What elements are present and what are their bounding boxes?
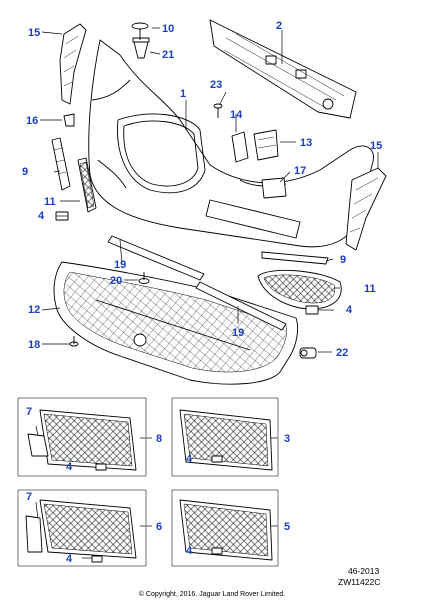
callout-3: 3 bbox=[284, 433, 290, 445]
side-trim-right bbox=[261, 251, 329, 265]
bracket-13 bbox=[253, 129, 279, 161]
fastener-20 bbox=[138, 272, 150, 284]
callout-21: 21 bbox=[162, 49, 174, 61]
bracket-left-upper bbox=[59, 23, 87, 105]
clip-21 bbox=[132, 37, 150, 59]
callout-15: 15 bbox=[370, 140, 382, 152]
callout-12: 12 bbox=[28, 304, 40, 316]
callout-6: 6 bbox=[156, 521, 162, 533]
undertray bbox=[53, 261, 299, 385]
strip-upper bbox=[107, 235, 205, 281]
callout-11: 11 bbox=[44, 196, 56, 208]
side-grille-right bbox=[257, 269, 342, 310]
callout-15: 15 bbox=[28, 27, 40, 39]
callout-4: 4 bbox=[346, 304, 353, 316]
strip-lower bbox=[195, 281, 287, 331]
screw-10 bbox=[131, 22, 149, 40]
callout-5: 5 bbox=[284, 521, 290, 533]
callout-23: 23 bbox=[210, 79, 222, 91]
bracket-right bbox=[345, 167, 387, 251]
callout-7: 7 bbox=[26, 406, 32, 418]
callout-14: 14 bbox=[230, 109, 243, 121]
copyright: © Copyright, 2016. Jaguar Land Rover Lim… bbox=[139, 590, 285, 598]
callout-labels: 1 2 3 4 4 4 4 4 4 5 6 7 7 8 9 9 10 11 11… bbox=[22, 20, 382, 565]
callout-4: 4 bbox=[186, 545, 193, 557]
callout-13: 13 bbox=[300, 137, 312, 149]
bolt-23 bbox=[213, 103, 223, 118]
callout-7: 7 bbox=[26, 491, 32, 503]
callout-19: 19 bbox=[114, 259, 126, 271]
callout-4: 4 bbox=[186, 453, 193, 465]
callout-17: 17 bbox=[294, 165, 306, 177]
callout-16: 16 bbox=[26, 115, 38, 127]
variant-box-6 bbox=[17, 489, 147, 567]
callout-4: 4 bbox=[66, 553, 73, 565]
side-grille-left bbox=[77, 157, 97, 213]
clip-4-right bbox=[305, 305, 319, 315]
drawing-code: 46-2013 bbox=[348, 566, 379, 576]
bumper-cover bbox=[88, 39, 374, 248]
plate-17 bbox=[261, 177, 287, 199]
callout-11: 11 bbox=[364, 283, 376, 295]
clip-16 bbox=[63, 113, 75, 127]
callout-10: 10 bbox=[162, 23, 174, 35]
variant-box-3 bbox=[171, 397, 279, 477]
bracket-14 bbox=[231, 131, 249, 163]
callout-20: 20 bbox=[110, 275, 122, 287]
callout-9: 9 bbox=[340, 254, 346, 266]
callout-2: 2 bbox=[276, 20, 282, 32]
callout-18: 18 bbox=[28, 339, 40, 351]
pin-18 bbox=[69, 336, 79, 347]
upper-bracket bbox=[209, 19, 357, 119]
drawing-ref: ZW11422C bbox=[338, 577, 380, 587]
callout-1: 1 bbox=[180, 88, 186, 100]
variant-box-8 bbox=[17, 397, 147, 477]
callout-4: 4 bbox=[66, 461, 73, 473]
sensor-22 bbox=[299, 347, 317, 359]
side-trim-left bbox=[51, 137, 71, 191]
callout-19: 19 bbox=[232, 327, 244, 339]
callout-8: 8 bbox=[156, 433, 162, 445]
callout-22: 22 bbox=[336, 347, 348, 359]
callout-4: 4 bbox=[38, 210, 45, 222]
callout-9: 9 bbox=[22, 166, 28, 178]
variant-box-5 bbox=[171, 489, 279, 567]
